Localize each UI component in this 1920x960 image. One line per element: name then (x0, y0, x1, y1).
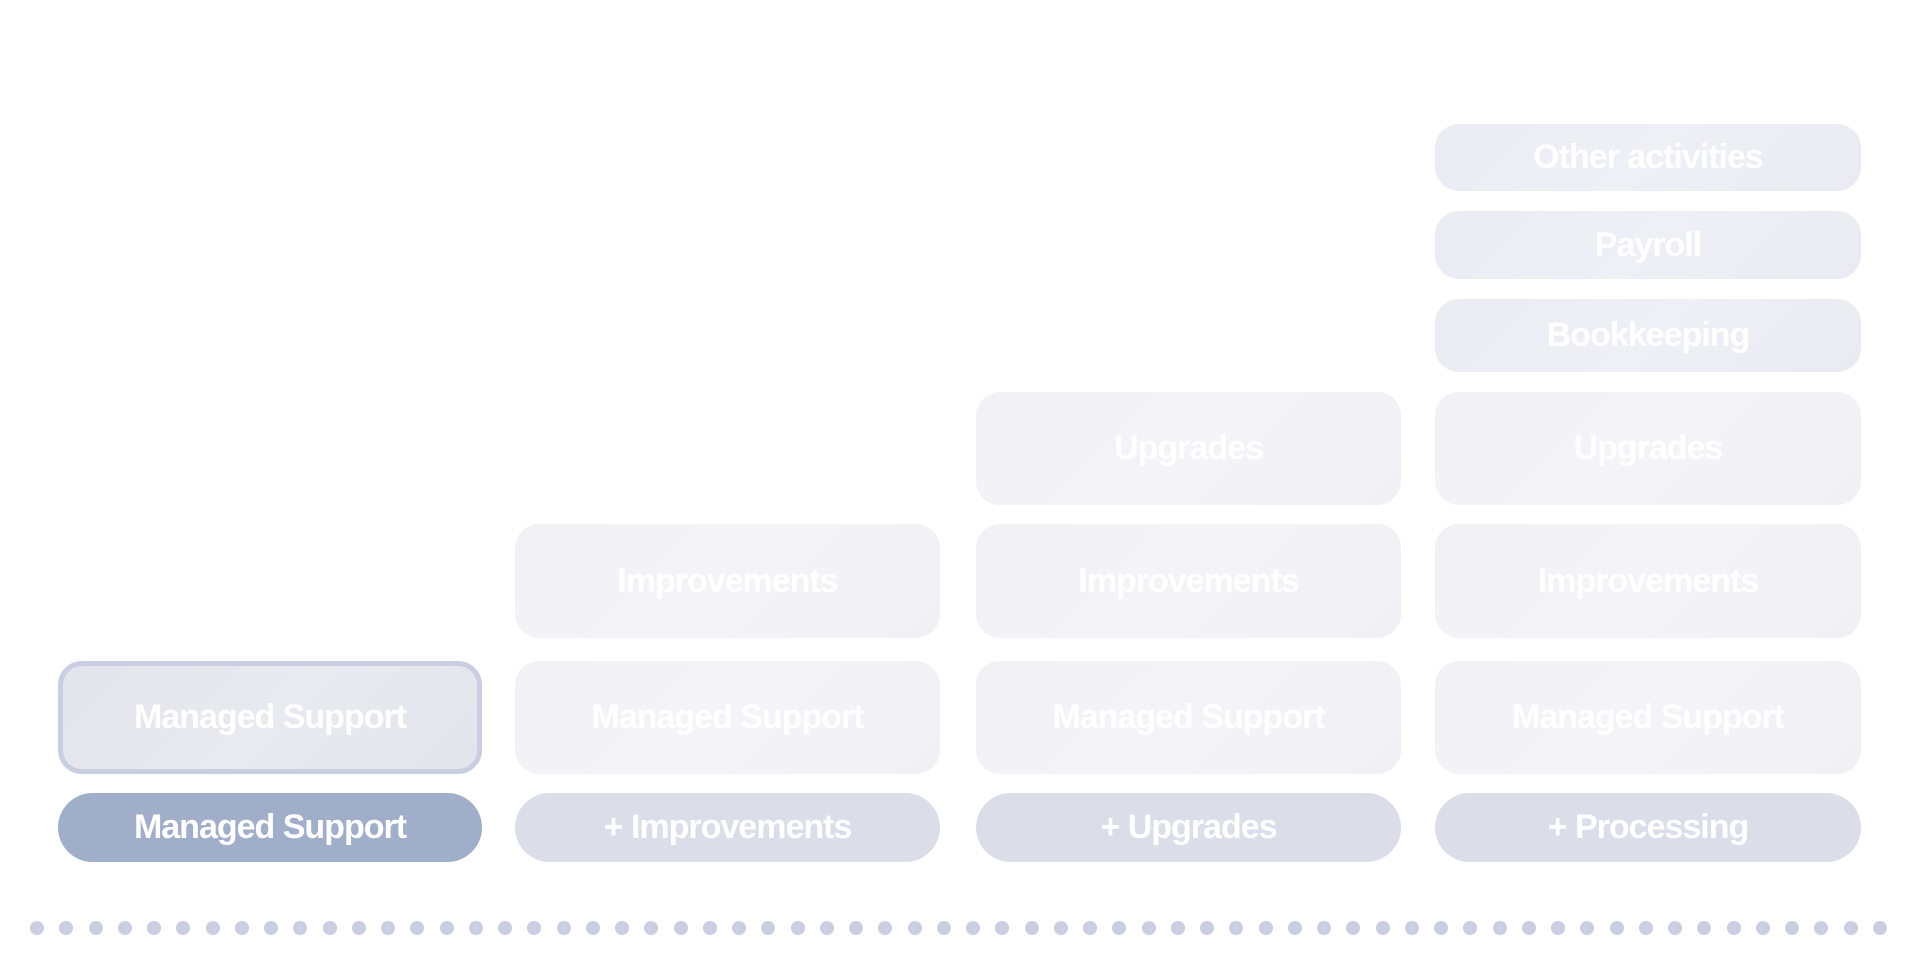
box-label: Bookkeeping (1546, 316, 1750, 354)
divider-dot (1024, 921, 1039, 935)
divider-dot (1697, 921, 1712, 935)
improvements-box: Improvements (1435, 524, 1861, 638)
managed-support-box-selected[interactable]: Managed Support (58, 661, 482, 774)
divider-dot (1580, 921, 1595, 935)
divider-dot (381, 921, 395, 935)
divider-dot (673, 921, 688, 935)
divider-dot (88, 921, 103, 935)
upgrades-box: Upgrades (976, 392, 1401, 505)
divider-dot (1843, 921, 1858, 935)
divider-dot (1463, 921, 1478, 935)
divider-dot (1317, 921, 1331, 935)
divider-dot (1229, 921, 1244, 935)
divider-dot (995, 921, 1010, 935)
payroll-box: Payroll (1435, 211, 1861, 279)
tier-pill-processing[interactable]: + Processing (1435, 793, 1861, 862)
divider-dot (936, 921, 951, 935)
divider-dot (176, 921, 191, 935)
box-label: Managed Support (133, 698, 407, 736)
managed-support-box: Managed Support (515, 661, 940, 774)
box-label: Upgrades (1114, 429, 1264, 467)
box-label: Other activities (1533, 138, 1764, 176)
box-label: Managed Support (1511, 698, 1785, 736)
bookkeeping-box: Bookkeeping (1435, 299, 1861, 372)
divider-dot (1112, 921, 1127, 935)
divider-dot (1668, 921, 1682, 935)
divider-dot (468, 921, 483, 935)
divider-dot (351, 921, 366, 935)
divider-dot (966, 921, 980, 935)
divider-dot (205, 921, 220, 935)
divider-dot (819, 921, 834, 935)
divider-dot (1492, 921, 1507, 935)
divider-dot (761, 921, 776, 935)
divider-dot (498, 921, 512, 935)
divider-dot (147, 921, 161, 935)
divider-dot (907, 921, 922, 935)
tier-pill-managed-support[interactable]: Managed Support (58, 793, 482, 862)
divider-dot (585, 921, 600, 935)
divider-dot (1141, 921, 1156, 935)
divider-dot (1726, 921, 1741, 935)
divider-dot (322, 921, 337, 935)
divider-dot (439, 921, 454, 935)
box-label: Managed Support (1052, 698, 1325, 736)
box-label: Improvements (1078, 561, 1299, 600)
improvements-box: Improvements (515, 524, 940, 638)
improvements-box: Improvements (976, 524, 1401, 638)
box-label: Improvements (1537, 561, 1759, 600)
divider-dot (117, 921, 132, 935)
divider-dot (410, 921, 425, 935)
upgrades-box: Upgrades (1435, 392, 1861, 505)
divider-dot (234, 921, 249, 935)
divider-dot (702, 921, 717, 935)
divider-dot (1609, 921, 1624, 935)
divider-dot (1287, 921, 1302, 935)
divider-dot (1170, 921, 1185, 935)
divider-dot (1375, 921, 1390, 935)
managed-support-box: Managed Support (1435, 661, 1861, 774)
divider-dot (556, 921, 571, 935)
divider-dot (527, 921, 542, 935)
tier-pill-upgrades[interactable]: + Upgrades (976, 793, 1401, 862)
box-label: Upgrades (1573, 429, 1724, 467)
divider-dot (878, 921, 893, 935)
divider-dot (644, 921, 659, 935)
divider-dot (59, 921, 74, 935)
divider-dot (1053, 921, 1068, 935)
divider-dot (1814, 921, 1829, 935)
divider-dot (1434, 921, 1448, 935)
divider-dot (293, 921, 308, 935)
tier-pill-improvements[interactable]: + Improvements (515, 793, 940, 862)
divider-dot (1258, 921, 1273, 935)
pill-label: + Improvements (603, 808, 853, 846)
divider-dot (1083, 921, 1097, 935)
box-label: Payroll (1594, 225, 1702, 264)
other-activities-box: Other activities (1435, 124, 1861, 191)
managed-support-box: Managed Support (976, 661, 1401, 774)
divider-dot (1551, 921, 1565, 935)
divider-dot (1404, 921, 1419, 935)
divider-dot (615, 921, 629, 935)
pill-label: Managed Support (133, 808, 407, 846)
pill-label: + Processing (1547, 808, 1750, 846)
divider-dot (1755, 921, 1770, 935)
divider-dot (790, 921, 805, 935)
box-label: Improvements (617, 561, 838, 600)
divider-dot (1346, 921, 1361, 935)
divider-dot (732, 921, 746, 935)
divider-dot (1638, 921, 1653, 935)
divider-dot (1785, 921, 1799, 935)
divider-dot (264, 921, 278, 935)
divider-dot (1200, 921, 1214, 935)
divider-dot (1521, 921, 1536, 935)
box-label: Managed Support (591, 698, 864, 736)
divider-dot (30, 921, 44, 935)
pill-label: + Upgrades (1100, 808, 1277, 846)
divider-dot (1872, 921, 1887, 935)
divider-dot (849, 921, 863, 935)
